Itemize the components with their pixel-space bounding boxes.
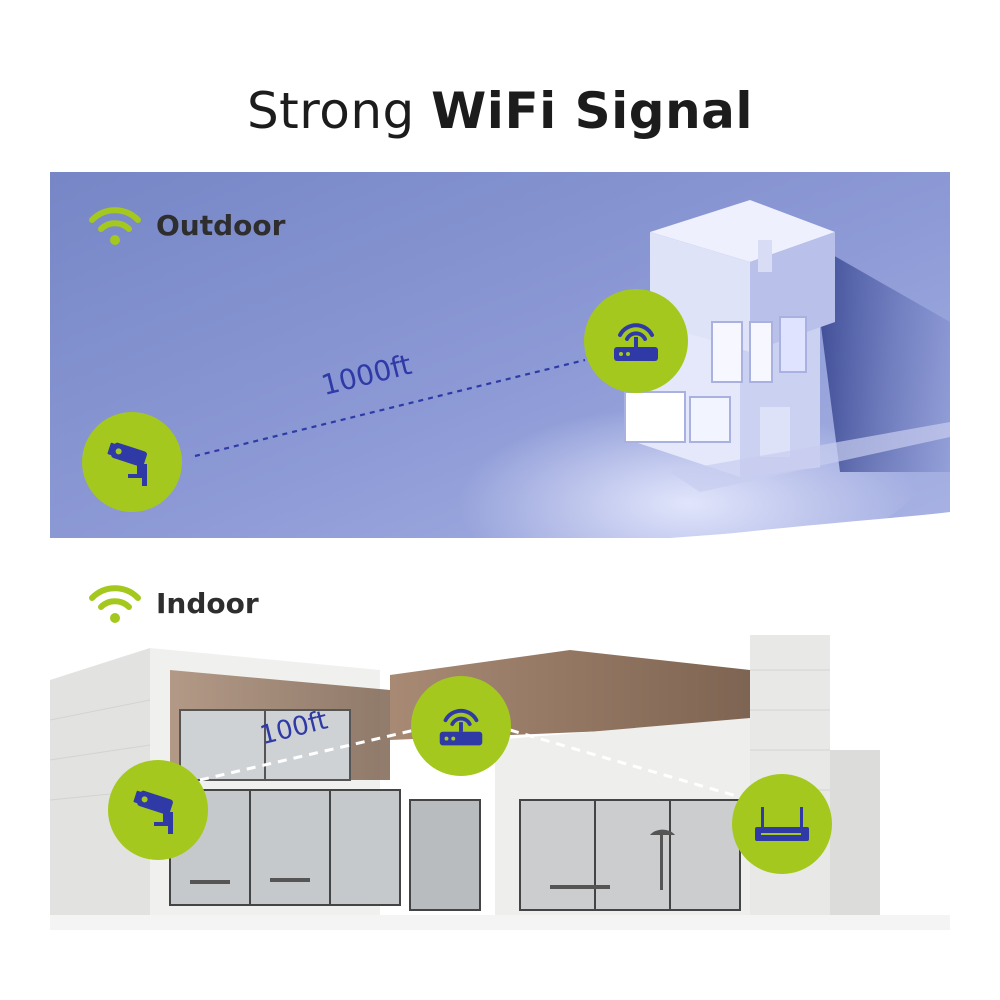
indoor-router-badge <box>411 676 511 776</box>
security-camera-icon <box>107 442 147 486</box>
indoor-signal-line-left <box>199 728 416 782</box>
nvr-icon <box>755 807 809 841</box>
outdoor-label: Outdoor <box>88 202 285 248</box>
indoor-panel: 100ft <box>50 630 950 930</box>
indoor-scene <box>50 635 950 930</box>
outdoor-label-text: Outdoor <box>156 208 286 242</box>
router-icon <box>439 708 483 746</box>
outdoor-signal-line <box>194 358 586 458</box>
outdoor-scene <box>50 172 950 538</box>
indoor-signal-line-right <box>509 728 751 802</box>
outdoor-router-badge <box>584 289 688 393</box>
outdoor-panel: Outdoor 1000ft <box>50 172 950 538</box>
title-light: Strong <box>246 82 432 140</box>
outdoor-camera-badge <box>82 412 182 512</box>
title-bold: WiFi Signal <box>431 82 754 140</box>
wifi-icon <box>89 207 141 245</box>
indoor-nvr-badge <box>732 774 832 874</box>
indoor-label-text: Indoor <box>156 586 259 620</box>
modern-house-illustration <box>624 200 950 492</box>
wifi-icon <box>89 585 141 623</box>
security-camera-icon <box>133 790 173 834</box>
indoor-camera-badge <box>108 760 208 860</box>
router-icon <box>614 323 658 361</box>
page-title: Strong WiFi Signal <box>0 82 1000 140</box>
indoor-label: Indoor <box>88 580 259 626</box>
